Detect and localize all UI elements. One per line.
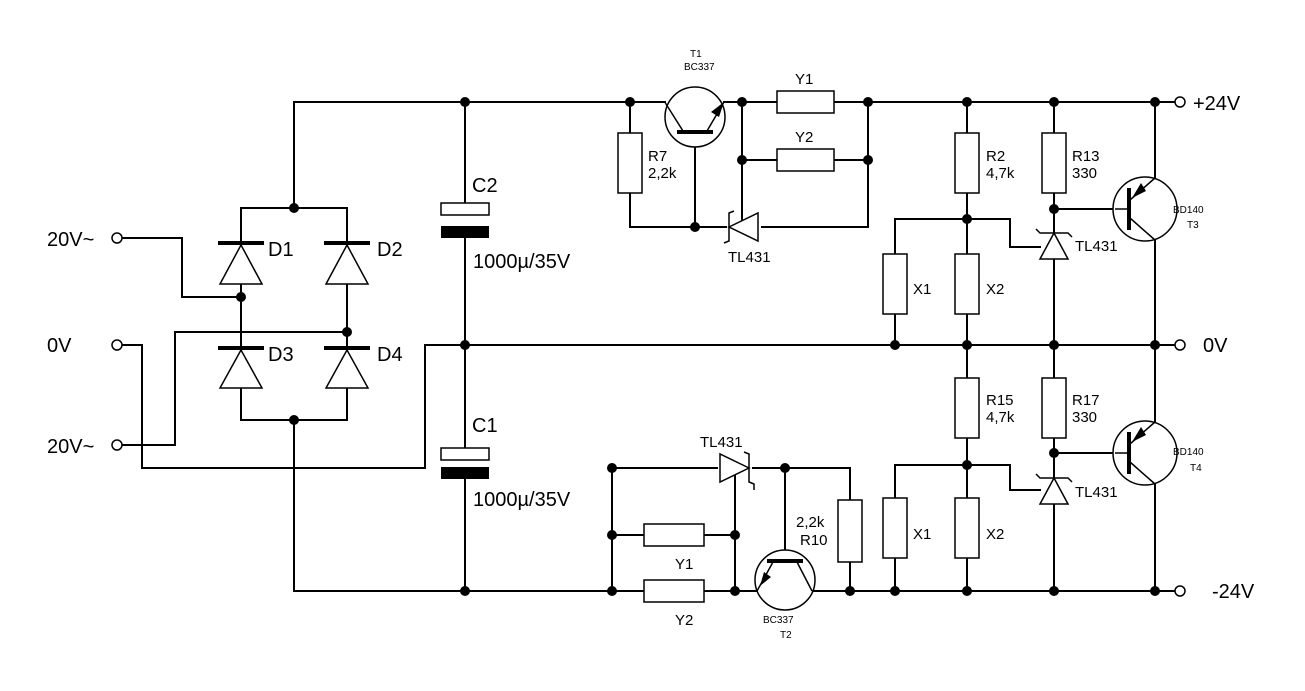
label-r2-name: R2: [986, 148, 1005, 165]
label-x2-upper: X2: [986, 281, 1004, 298]
label-t1-type: BC337: [684, 62, 715, 73]
terminal-zero-in: [111, 339, 123, 351]
label-r7-name: R7: [648, 148, 667, 165]
shunt-regulator-upper: [723, 210, 759, 244]
diode-d3: [218, 346, 264, 389]
label-tl431-upper-right: TL431: [1075, 238, 1118, 255]
label-y1-lower: Y1: [675, 556, 693, 573]
transistor-t2: [754, 549, 816, 611]
label-tl431-lower: TL431: [700, 434, 743, 451]
terminal-zero-out: [1174, 339, 1186, 351]
label-d4: D4: [377, 344, 403, 366]
label-r7-value: 2,2k: [648, 165, 677, 182]
label-out-plus: +24V: [1193, 93, 1241, 115]
label-t2-type: BC337: [763, 615, 794, 626]
label-c1-value: 1000µ/35V: [473, 489, 571, 511]
label-t4-name: T4: [1190, 463, 1202, 474]
label-t1-name: T1: [690, 49, 702, 60]
label-r10-value: 2,2k: [796, 514, 825, 531]
resistor-x1-lower: [882, 497, 908, 559]
label-in-zero: 0V: [47, 335, 72, 357]
label-out-minus: -24V: [1212, 581, 1255, 603]
resistor-r17: [1041, 377, 1067, 439]
resistor-r10: [837, 499, 863, 563]
capacitor-c2: [440, 202, 490, 238]
label-t3-type: BD140: [1173, 205, 1204, 216]
label-r10-name: R10: [800, 532, 828, 549]
label-t2-name: T2: [780, 630, 792, 641]
resistor-r13: [1041, 132, 1067, 194]
label-x1-upper: X1: [913, 281, 931, 298]
label-r15-value: 4,7k: [986, 409, 1015, 426]
label-r17-name: R17: [1072, 392, 1100, 409]
label-tl431-upper: TL431: [728, 249, 771, 266]
diode-d4: [324, 346, 370, 389]
junction-dots: [236, 97, 1160, 596]
diode-d2: [324, 241, 370, 285]
label-d3: D3: [268, 344, 294, 366]
terminal-plus-out: [1174, 96, 1186, 108]
shunt-regulator-lower: [719, 451, 755, 490]
label-in-ac-bottom: 20V~: [47, 436, 94, 458]
transistor-t1: [664, 86, 726, 148]
terminal-ac-top: [111, 232, 123, 244]
label-r15-name: R15: [986, 392, 1014, 409]
resistor-y1-upper: [776, 90, 835, 114]
label-y2-upper: Y2: [795, 129, 813, 146]
transistor-t4: [1112, 420, 1178, 486]
label-c1: C1: [472, 415, 498, 437]
resistor-y2-upper: [776, 148, 835, 172]
shunt-regulator-lower-right: [1035, 473, 1073, 505]
label-t3-name: T3: [1187, 220, 1199, 231]
resistor-r15: [954, 377, 980, 439]
label-d1: D1: [268, 239, 294, 261]
label-t4-type: BD140: [1173, 447, 1204, 458]
shunt-regulator-upper-right: [1035, 228, 1073, 260]
resistor-x1-upper: [882, 253, 908, 315]
label-y2-lower: Y2: [675, 612, 693, 629]
resistor-y1-lower: [643, 523, 705, 547]
label-x1-lower: X1: [913, 526, 931, 543]
resistor-x2-upper: [954, 253, 980, 315]
resistor-y2-lower: [643, 579, 705, 603]
resistor-r7: [617, 132, 643, 194]
capacitor-c1: [440, 447, 490, 479]
diode-d1: [218, 241, 264, 285]
terminal-minus-out: [1174, 585, 1186, 597]
label-r13-name: R13: [1072, 148, 1100, 165]
label-x2-lower: X2: [986, 526, 1004, 543]
terminal-ac-bottom: [111, 439, 123, 451]
label-c2: C2: [472, 175, 498, 197]
label-y1-upper: Y1: [795, 71, 813, 88]
label-in-ac-top: 20V~: [47, 229, 94, 251]
resistor-x2-lower: [954, 497, 980, 559]
label-out-zero: 0V: [1203, 335, 1228, 357]
label-c2-value: 1000µ/35V: [473, 251, 571, 273]
label-r17-value: 330: [1072, 409, 1097, 426]
transistor-t3: [1112, 176, 1178, 242]
label-tl431-lower-right: TL431: [1075, 484, 1118, 501]
label-r13-value: 330: [1072, 165, 1097, 182]
label-r2-value: 4,7k: [986, 165, 1015, 182]
resistor-r2: [954, 132, 980, 194]
label-d2: D2: [377, 239, 403, 261]
